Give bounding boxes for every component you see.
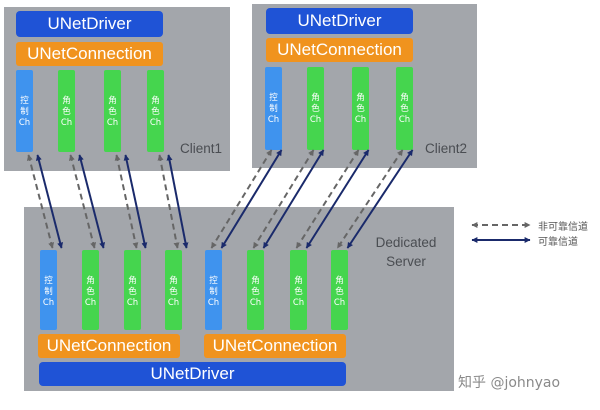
client1-reliable-link-3 <box>166 154 189 249</box>
client2-net-driver: UNetDriver <box>266 8 413 34</box>
channel-text: 制 <box>209 287 218 297</box>
channel-text: Ch <box>292 298 305 308</box>
channel-text: Ch <box>309 115 322 125</box>
channel-text: 制 <box>269 104 278 114</box>
channel-text: Ch <box>207 298 220 308</box>
client1-net-connection: UNetConnection <box>16 42 163 66</box>
client2-reliable-link-3 <box>346 149 414 249</box>
client2-label: Client2 <box>424 141 468 156</box>
channel-text: 角 <box>62 96 71 106</box>
client1-net-driver: UNetDriver <box>16 11 163 37</box>
channel-text: 色 <box>169 287 178 297</box>
channel-text: Ch <box>267 115 280 125</box>
channel-text: 角 <box>251 276 260 286</box>
channel-text: 角 <box>169 276 178 286</box>
client1-reliable-link-0 <box>35 154 64 249</box>
channel-text: 角 <box>356 93 365 103</box>
channel-text: 控 <box>209 276 218 286</box>
channel-text: 角 <box>151 96 160 106</box>
channel-text: 角 <box>128 276 137 286</box>
channel-text: 色 <box>62 107 71 117</box>
client2-net-connection: UNetConnection <box>266 38 413 62</box>
channel-text: 色 <box>356 104 365 114</box>
channel-text: 制 <box>44 287 53 297</box>
channel-text: 角 <box>400 93 409 103</box>
client2-reliable-link-2 <box>305 149 370 249</box>
channel-text: Ch <box>354 115 367 125</box>
channel-text: 色 <box>86 287 95 297</box>
client2-unreliable-link-3 <box>336 149 404 249</box>
channel-text: Ch <box>398 115 411 125</box>
channel-text: Ch <box>84 298 97 308</box>
channel-text: 色 <box>251 287 260 297</box>
server-net-connection-right: UNetConnection <box>204 334 346 358</box>
client1-unreliable-link-3 <box>157 154 180 249</box>
channel-text: 控 <box>20 96 29 106</box>
channel-text: 色 <box>128 287 137 297</box>
channel-text: Ch <box>333 298 346 308</box>
channel-text: Ch <box>126 298 139 308</box>
channel-text: Ch <box>167 298 180 308</box>
channel-text: Ch <box>60 118 73 128</box>
client2-unreliable-link-2 <box>295 149 360 249</box>
channel-text: Ch <box>106 118 119 128</box>
channel-text: 色 <box>311 104 320 114</box>
client1-unreliable-link-2 <box>114 154 139 249</box>
channel-text: 角 <box>311 93 320 103</box>
client1-reliable-link-1 <box>77 154 106 249</box>
legend-reliable-label: 可靠信道 <box>538 237 578 248</box>
channel-text: 控 <box>44 276 53 286</box>
channel-text: 色 <box>294 287 303 297</box>
legend-unreliable-label: 非可靠信道 <box>538 222 588 233</box>
channel-text: 色 <box>400 104 409 114</box>
watermark: 知乎 @johnyao <box>458 375 561 391</box>
channel-text: Ch <box>18 118 31 128</box>
channel-text: Ch <box>42 298 55 308</box>
channel-text: 控 <box>269 93 278 103</box>
channel-text: 角 <box>335 276 344 286</box>
channel-text: 角 <box>86 276 95 286</box>
client1-reliable-link-2 <box>123 154 148 249</box>
channel-text: Ch <box>149 118 162 128</box>
server-net-connection-left: UNetConnection <box>38 334 180 358</box>
channel-text: 角 <box>108 96 117 106</box>
channel-text: 色 <box>151 107 160 117</box>
server-net-driver: UNetDriver <box>39 362 346 386</box>
channel-text: 角 <box>294 276 303 286</box>
channel-text: 制 <box>20 107 29 117</box>
channel-text: 色 <box>108 107 117 117</box>
server-label-line2: Server <box>386 254 426 269</box>
channel-text: Ch <box>249 298 262 308</box>
channel-text: 色 <box>335 287 344 297</box>
